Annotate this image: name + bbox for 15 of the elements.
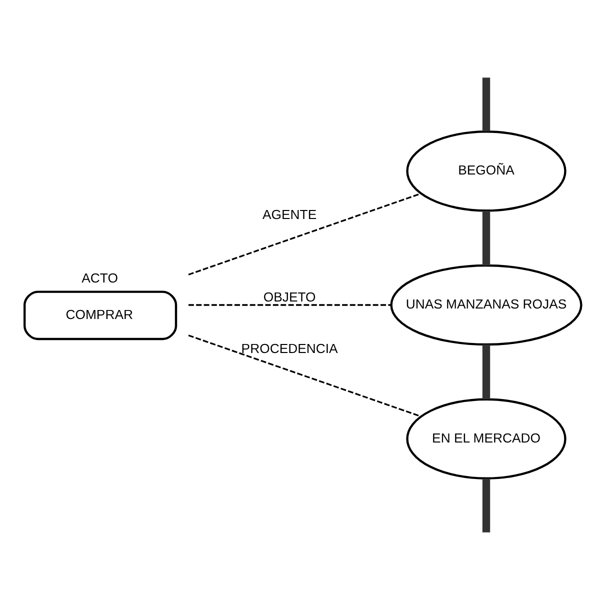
connector: [188, 304, 392, 306]
node-label: ACTO: [82, 270, 118, 286]
connector: [188, 334, 422, 418]
edge-label: OBJETO: [263, 289, 316, 304]
node-box: COMPRAR: [24, 290, 178, 340]
connector: [482, 478, 490, 532]
node-ellipse: EN EL MERCADO: [406, 398, 566, 480]
edge-label: AGENTE: [262, 206, 317, 222]
node-ellipse: UNAS MANZANAS ROJAS: [390, 264, 582, 346]
node-ellipse: BEGOÑA: [406, 130, 566, 212]
connector: [482, 344, 490, 400]
connector: [188, 192, 422, 276]
edge-label: PROCEDENCIA: [241, 340, 338, 356]
connector: [482, 210, 490, 266]
connector: [482, 78, 490, 132]
